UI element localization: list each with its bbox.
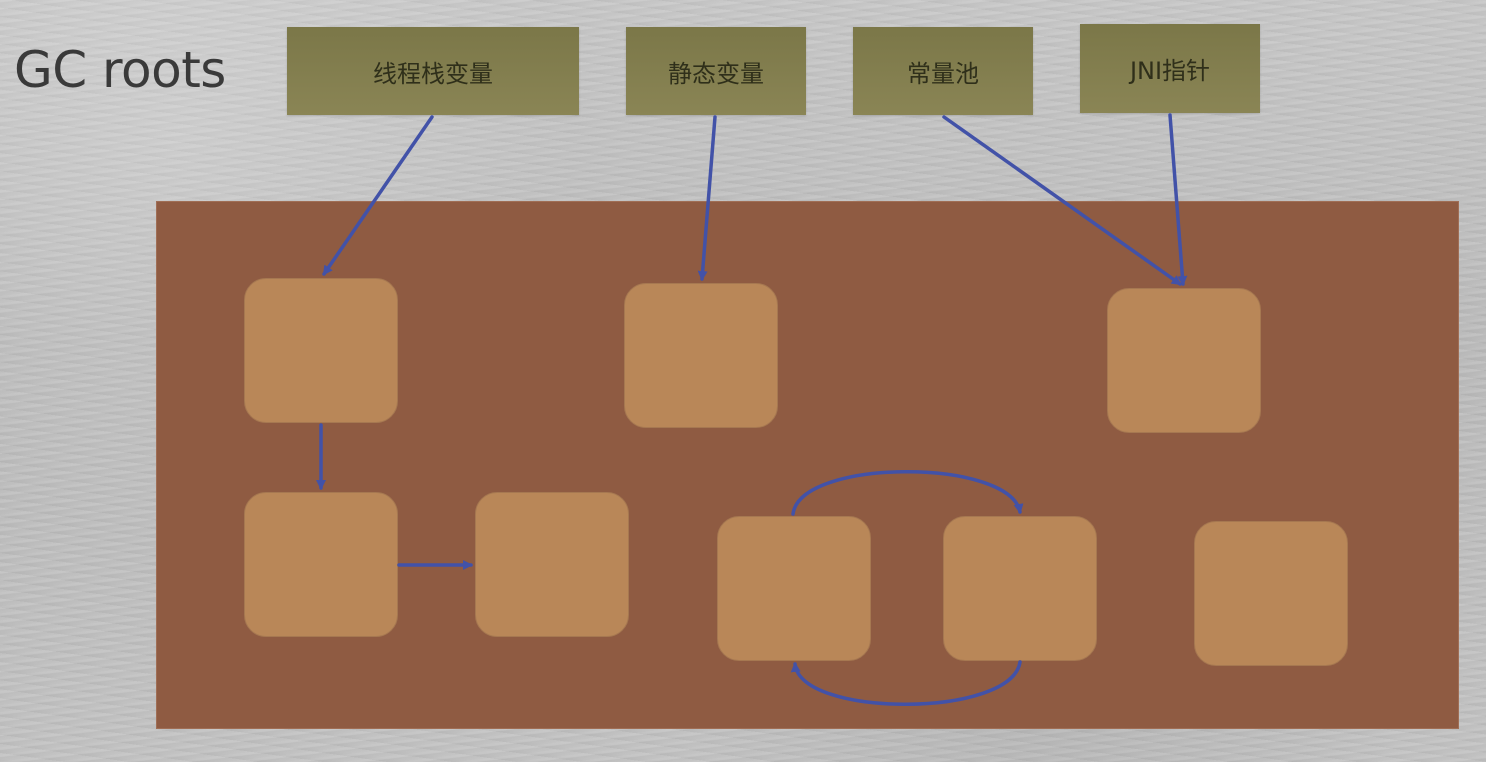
heap-object-d (244, 492, 398, 637)
gc-root-thread-stack-variables: 线程栈变量 (287, 27, 579, 115)
heap-object-c (1107, 288, 1261, 433)
heap-object-e (475, 492, 629, 637)
gc-root-label: 静态变量 (668, 59, 764, 88)
heap-object-b (624, 283, 778, 428)
heap-object-a (244, 278, 398, 423)
gc-root-constant-pool: 常量池 (853, 27, 1033, 115)
gc-root-label: JNI指针 (1129, 57, 1211, 85)
heap-object-g (943, 516, 1097, 661)
gc-root-label: 常量池 (907, 59, 979, 88)
gc-root-static-variables: 静态变量 (626, 27, 806, 115)
heap-object-f (717, 516, 871, 661)
gc-root-label: 线程栈变量 (373, 59, 493, 88)
gc-root-jni-pointers: JNI指针 (1080, 24, 1260, 113)
diagram-title: GC roots (14, 41, 226, 99)
heap-object-h (1194, 521, 1348, 666)
